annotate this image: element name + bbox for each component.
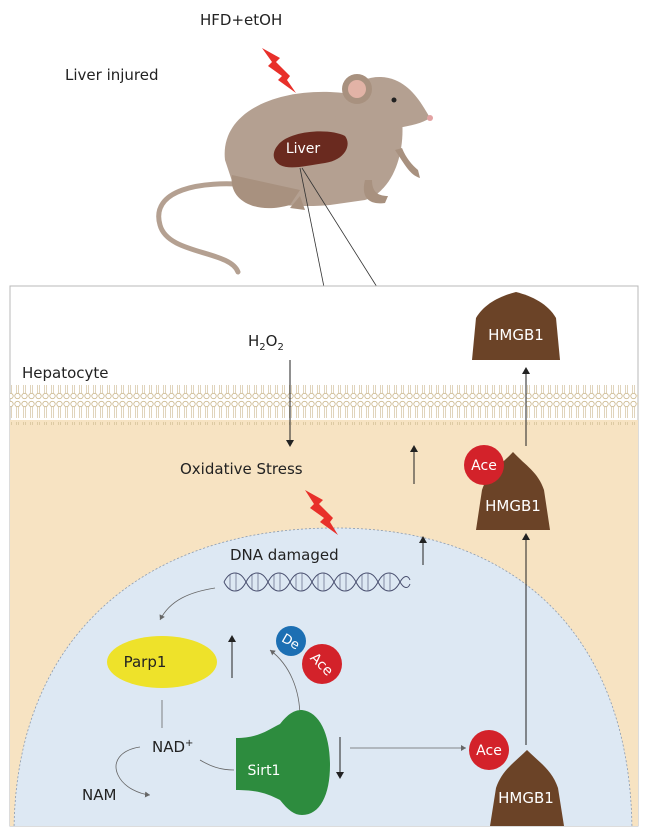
sirt1-label: Sirt1 xyxy=(248,763,281,779)
ace-label-cytoplasm: Ace xyxy=(471,458,497,474)
zoom-line-left xyxy=(299,167,325,288)
hmgb1-node-extracellular: HMGB1 xyxy=(472,292,560,360)
nad-label: NAD+ xyxy=(152,738,193,756)
ace-badge-nucleus: Ace xyxy=(302,644,342,684)
parp1-label: Parp1 xyxy=(124,653,167,671)
liver-organ: Liver xyxy=(273,131,348,168)
nam-label: NAM xyxy=(82,786,116,804)
zoom-line-right xyxy=(301,167,378,288)
hmgb1-label-cytoplasm: HMGB1 xyxy=(485,497,541,515)
hmgb1-label-extracellular: HMGB1 xyxy=(488,326,544,344)
lightning-bolt-icon-top xyxy=(262,48,296,93)
cell-membrane xyxy=(10,385,638,425)
oxidative-stress-label: Oxidative Stress xyxy=(180,460,303,478)
sirt1-node: Sirt1 xyxy=(236,710,330,815)
arrow-nad-to-nam xyxy=(115,746,151,798)
ace-badge-nucleus-hmgb1: Ace xyxy=(469,730,509,770)
arrow-dna-to-parp1 xyxy=(159,587,216,621)
dna-damaged-label: DNA damaged xyxy=(230,546,339,564)
de-badge: De xyxy=(276,626,306,656)
dna-helix-icon xyxy=(223,572,411,592)
liver-label: Liver xyxy=(286,141,321,157)
injury-label: Liver injured xyxy=(65,66,159,84)
parp1-node: Parp1 xyxy=(107,636,217,688)
connector-nad-sirt1 xyxy=(199,759,235,771)
ace-label-nucleus-hmgb1: Ace xyxy=(476,743,502,759)
ace-badge-cytoplasm: Ace xyxy=(464,445,504,485)
lightning-bolt-icon-nucleus xyxy=(305,490,338,535)
trigger-label: HFD+etOH xyxy=(200,11,282,29)
h2o2-label: H2O2 xyxy=(248,332,284,353)
hmgb1-node-nucleus: HMGB1 xyxy=(490,750,564,826)
hepatocyte-label: Hepatocyte xyxy=(22,364,109,382)
mouse-illustration xyxy=(156,74,433,275)
hmgb1-label-nucleus: HMGB1 xyxy=(498,789,554,807)
